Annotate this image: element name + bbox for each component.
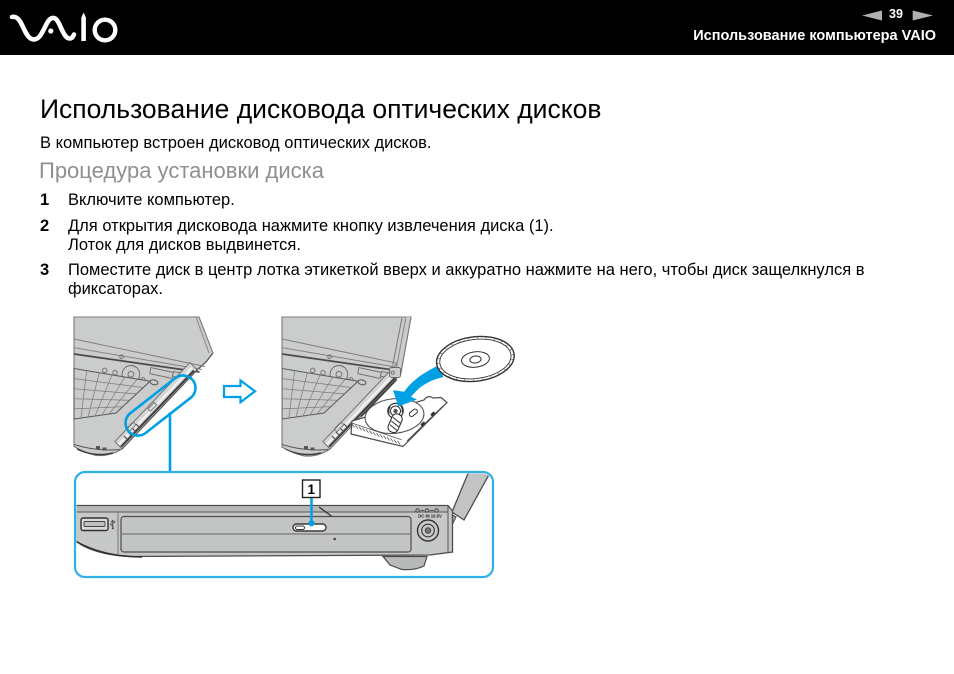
svg-text:DC IN 16.5V: DC IN 16.5V	[418, 514, 442, 519]
svg-text:1: 1	[307, 482, 315, 497]
